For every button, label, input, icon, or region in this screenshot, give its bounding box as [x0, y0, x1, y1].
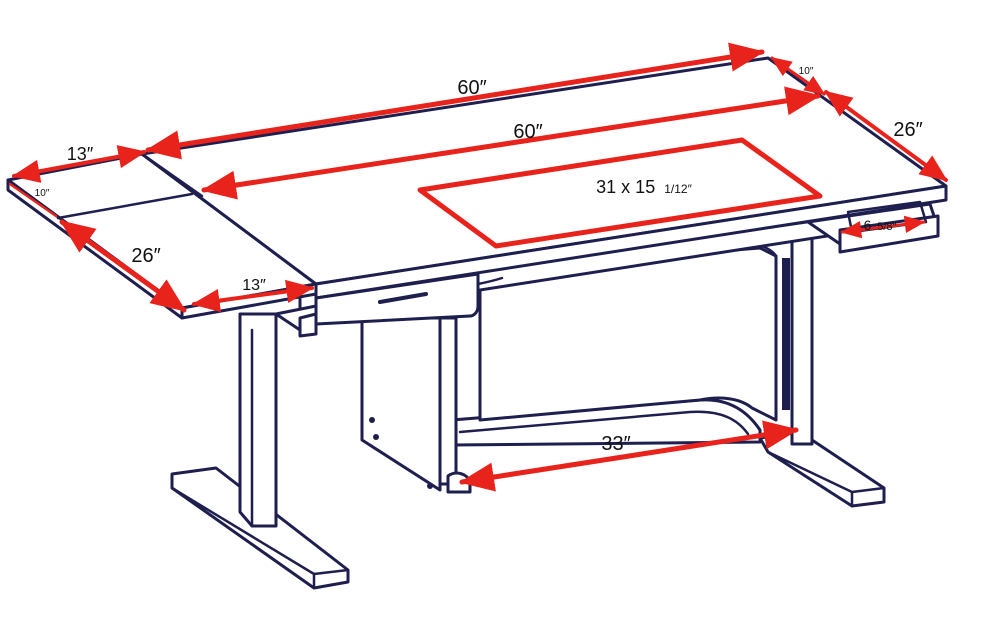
- label-cutout-main: 31 x 15: [596, 177, 655, 197]
- dim-line-wing-depth: [59, 219, 187, 313]
- dim-line-wing-margin: [8, 182, 58, 218]
- dim-line-wing-width-bottom: [191, 279, 315, 313]
- right-foot: [758, 430, 886, 508]
- dim-line-leg-clearance: [459, 420, 799, 492]
- left-foot: [170, 466, 350, 590]
- dim-line-inner-length: [201, 86, 821, 200]
- label-shelf-height-frac: 5/8″: [877, 221, 896, 233]
- drawer: [314, 272, 504, 326]
- label-wing-width-top: 13″: [67, 144, 94, 164]
- label-shelf-height-main: 6: [864, 217, 872, 233]
- dimension-lines: [8, 42, 948, 492]
- cabinet: [360, 316, 442, 492]
- label-right-margin: 10″: [799, 66, 814, 77]
- label-cutout: 31 x 15 1/12″: [596, 177, 692, 197]
- label-wing-width-bottom: 13″: [242, 277, 266, 294]
- dimension-labels: 60″ 60″ 26″ 10″ 13″ 10″ 26″ 13″ 31 x 15 …: [35, 66, 923, 455]
- left-leg: [238, 312, 278, 528]
- dim-line-wing-width-top: [11, 145, 147, 183]
- center-leg: [438, 316, 472, 494]
- label-wing-depth: 26″: [131, 245, 160, 267]
- label-cutout-frac: 1/12″: [664, 182, 692, 196]
- dim-line-right-margin: [770, 56, 826, 96]
- back-panel: [478, 246, 778, 422]
- label-depth: 26″: [893, 119, 922, 141]
- label-shelf-height: 6 5/8″: [864, 217, 897, 233]
- label-top-length: 60″: [457, 77, 486, 99]
- desk-drawing: [6, 56, 948, 590]
- label-wing-margin: 10″: [35, 188, 50, 199]
- label-leg-clearance: 33″: [601, 433, 630, 455]
- dim-line-shelf-height: [840, 215, 926, 239]
- dim-line-depth: [824, 90, 948, 182]
- label-inner-length: 60″: [513, 121, 542, 143]
- right-leg: [782, 220, 814, 446]
